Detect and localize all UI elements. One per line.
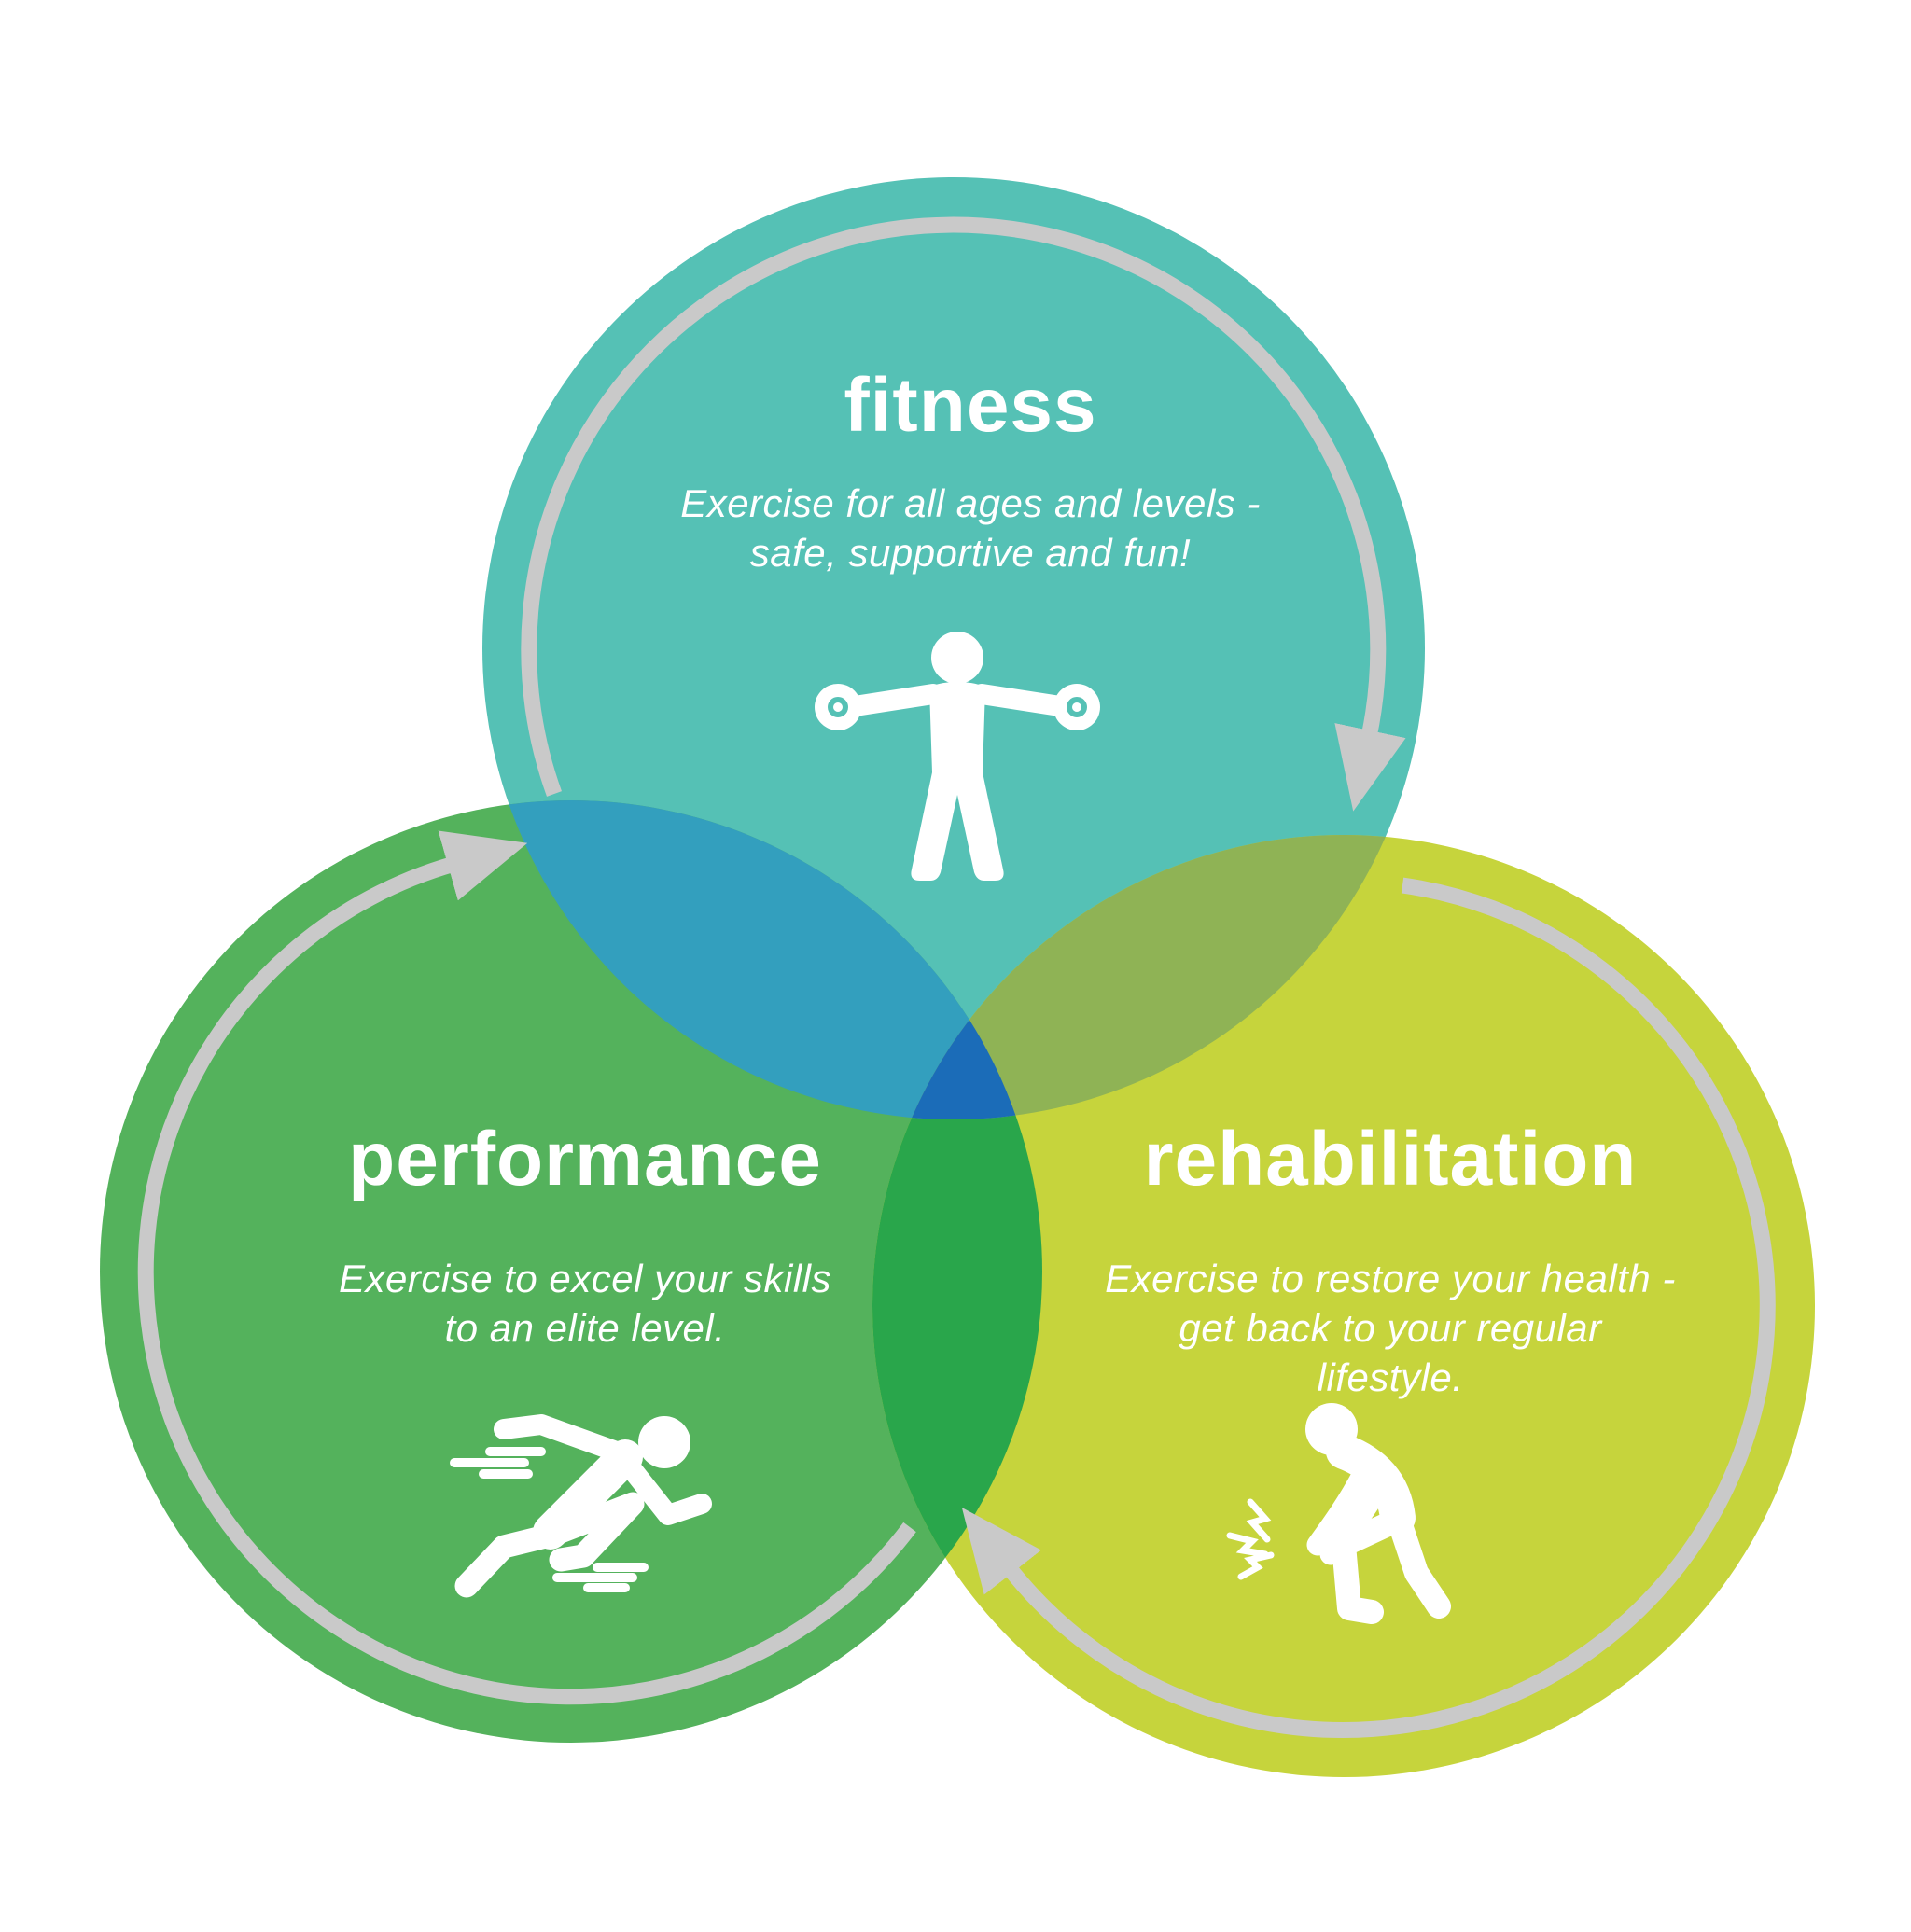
patient-bent-torso xyxy=(1326,1434,1416,1536)
left-dumbbell-hole xyxy=(828,697,848,717)
patient-front-leg xyxy=(1332,1508,1410,1624)
person-with-dumbbells-icon xyxy=(815,632,1100,881)
performance-cycle-arrow xyxy=(137,830,916,1705)
right-dumbbell-hole xyxy=(1067,697,1087,717)
speed-lines xyxy=(450,1447,649,1592)
person-left-arm xyxy=(844,684,943,716)
runner-front-leg xyxy=(541,1492,645,1572)
left-dumbbell-icon xyxy=(815,684,861,730)
patient-arm-1 xyxy=(1306,1461,1375,1556)
fitness-cycle-arrow xyxy=(521,216,1406,812)
runner-head xyxy=(638,1416,690,1468)
rehabilitation-description-line-1: Exercise to restore your health - xyxy=(1105,1257,1676,1300)
rehabilitation-description-line-2: get back to your regular xyxy=(1179,1306,1603,1350)
rehabilitation-cycle-arrow xyxy=(961,877,1776,1738)
runner-back-arm xyxy=(494,1414,632,1464)
person-body xyxy=(911,682,1004,881)
fitness-rehabilitation-overlap xyxy=(872,835,1425,1119)
person-holding-knee-icon xyxy=(1226,1403,1451,1624)
rehabilitation-title: rehabilitation xyxy=(1144,1117,1638,1202)
person-head xyxy=(931,632,983,684)
pain-flash-icon xyxy=(1226,1498,1275,1580)
patient-back-leg xyxy=(1388,1510,1451,1619)
runner-front-arm xyxy=(622,1460,712,1525)
fitness-description-line-1: Exercise for all ages and levels - xyxy=(680,481,1261,525)
performance-description-line-2: to an elite level. xyxy=(445,1306,726,1350)
fitness-description-line-2: safe, supportive and fun! xyxy=(750,531,1191,575)
fitness-title: fitness xyxy=(844,363,1096,448)
performance-title: performance xyxy=(348,1117,822,1202)
sprinting-runner-icon xyxy=(450,1414,712,1598)
person-right-arm xyxy=(971,684,1070,716)
right-dumbbell-icon xyxy=(1053,684,1100,730)
rehabilitation-description-line-3: lifestyle. xyxy=(1318,1355,1464,1399)
fitness-performance-overlap xyxy=(482,800,1042,1119)
performance-description-line-1: Exercise to excel your skills xyxy=(339,1257,831,1300)
runner-back-leg xyxy=(454,1522,565,1598)
